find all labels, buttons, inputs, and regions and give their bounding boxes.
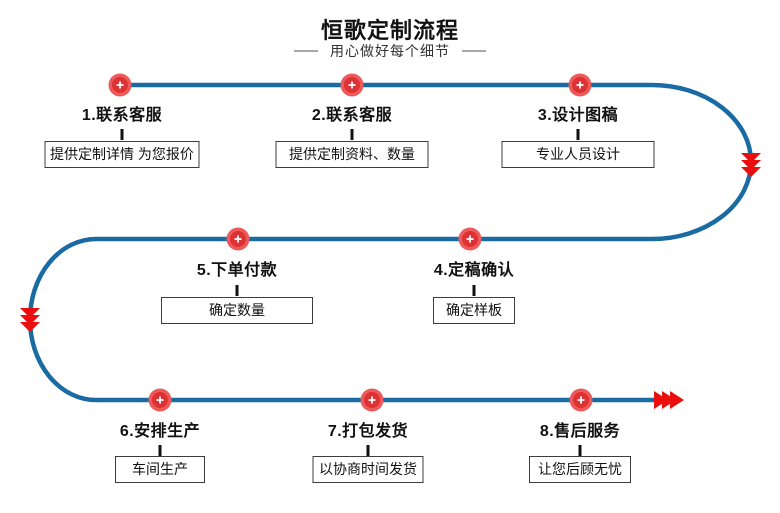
connector-tick: [576, 129, 580, 140]
step-4-label: 4.定稿确认: [433, 262, 515, 279]
flow-path: [27, 82, 754, 403]
step-marker-2-plus-icon: [340, 73, 364, 97]
step-8-note-box: 让您后顾无忧: [529, 456, 631, 483]
connector-tick: [578, 445, 582, 456]
page-subtitle: 用心做好每个细节: [0, 41, 780, 61]
end-chevron-right-icon: [654, 391, 684, 409]
step-2-label: 2.联系客服: [311, 107, 393, 124]
step-marker-3-plus-icon: [568, 73, 592, 97]
step-marker-1-plus-icon: [108, 73, 132, 97]
step-marker-7-plus-icon: [360, 388, 384, 412]
subtitle-left-dash: [294, 50, 318, 52]
connector-tick: [158, 445, 162, 456]
step-marker-5-plus-icon: [226, 227, 250, 251]
step-5-note-box: 确定数量: [161, 297, 313, 324]
left-curve-chevron-down-icon: [20, 308, 40, 332]
step-5-label: 5.下单付款: [196, 262, 278, 279]
connector-tick: [350, 129, 354, 140]
step-1-label: 1.联系客服: [81, 107, 163, 124]
step-8-label: 8.售后服务: [539, 423, 621, 440]
step-1-note-box: 提供定制详情 为您报价: [44, 141, 200, 168]
step-6-note-box: 车间生产: [115, 456, 205, 483]
step-marker-8-plus-icon: [569, 388, 593, 412]
page-title: 恒歌定制流程: [320, 18, 459, 43]
connector-tick: [120, 129, 124, 140]
step-3-label: 3.设计图稿: [537, 107, 619, 124]
subtitle-right-dash: [462, 50, 486, 52]
step-marker-6-plus-icon: [148, 388, 172, 412]
connector-tick: [366, 445, 370, 456]
connector-tick: [235, 285, 239, 296]
step-4-note-box: 确定样板: [433, 297, 515, 324]
right-curve-chevron-down-icon: [741, 153, 761, 177]
step-markers: [108, 73, 593, 412]
step-3-note-box: 专业人员设计: [501, 141, 655, 168]
step-6-label: 6.安排生产: [119, 423, 201, 440]
step-7-label: 7.打包发货: [327, 423, 409, 440]
connector-tick: [472, 285, 476, 296]
step-7-note-box: 以协商时间发货: [312, 456, 424, 483]
step-2-note-box: 提供定制资料、数量: [275, 141, 429, 168]
subtitle-text: 用心做好每个细节: [330, 43, 450, 59]
step-marker-4-plus-icon: [458, 227, 482, 251]
